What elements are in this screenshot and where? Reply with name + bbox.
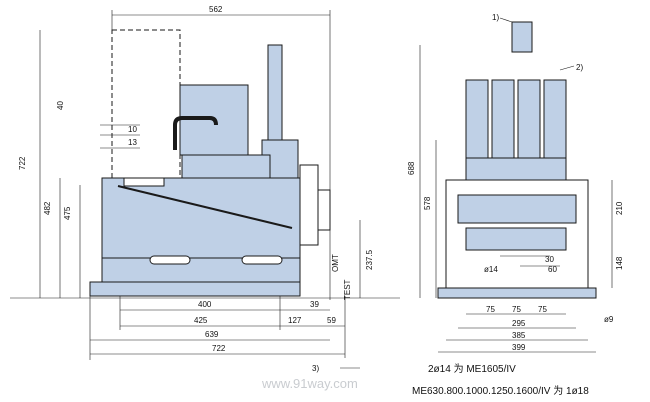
dim-210: 210 (615, 201, 624, 215)
slot-left (149, 255, 191, 265)
dim-60: 60 (548, 265, 557, 274)
right-terminal-block (299, 164, 319, 246)
lower-terminal-row (465, 227, 567, 251)
front-view (437, 21, 597, 299)
note-line-1: 2ø14 为 ME1605/IV (428, 363, 516, 375)
dim-10: 10 (128, 125, 137, 134)
pole-block-4 (543, 79, 567, 161)
dim-75-c: 75 (538, 305, 547, 314)
dim-13: 13 (128, 138, 137, 147)
dim-578: 578 (423, 196, 432, 210)
pole-block-1 (465, 79, 489, 161)
label-omt: OMT (331, 254, 340, 272)
front-dimension-lines (419, 17, 613, 353)
watermark-text: www.91way.com (261, 376, 358, 391)
front-base (437, 287, 597, 299)
dim-475: 475 (63, 206, 72, 220)
top-connector (511, 21, 533, 53)
dim-722-bottom: 722 (212, 344, 226, 353)
callout-3: 3) (312, 364, 319, 373)
dim-722-vertical: 722 (18, 156, 27, 170)
dim-482: 482 (43, 201, 52, 215)
dim-295: 295 (512, 319, 526, 328)
dim-59: 59 (327, 316, 336, 325)
callout-2: 2) (576, 63, 583, 72)
dim-562: 562 (209, 5, 223, 14)
dim-39: 39 (310, 300, 319, 309)
base-plate (89, 281, 301, 297)
dim-75-a: 75 (486, 305, 495, 314)
dim-385: 385 (512, 331, 526, 340)
top-plate (123, 177, 165, 187)
side-view (89, 29, 331, 297)
label-test: TEST (343, 279, 352, 300)
note-line-2: ME630.800.1000.1250.1600/IV 为 1ø18 (412, 385, 589, 397)
slot-right (241, 255, 283, 265)
dim-127: 127 (288, 316, 302, 325)
rear-terminal (267, 44, 283, 141)
right-terminal-tab (317, 189, 331, 231)
dim-30: 30 (545, 255, 554, 264)
dim-688: 688 (407, 161, 416, 175)
handle-hook (173, 116, 218, 150)
dim-phi14: ø14 (484, 265, 498, 274)
dim-40: 40 (56, 101, 65, 110)
dim-639: 639 (205, 330, 219, 339)
dim-399: 399 (512, 343, 526, 352)
dim-phi9: ø9 (604, 315, 614, 324)
dim-148: 148 (615, 256, 624, 270)
side-dimension-lines (10, 10, 400, 369)
rail-diagonal (117, 185, 293, 229)
dim-75-b: 75 (512, 305, 521, 314)
upper-terminal-row (465, 157, 567, 181)
pole-block-3 (517, 79, 541, 161)
dashed-frame-outline (111, 29, 181, 181)
pole-block-2 (491, 79, 515, 161)
dim-400: 400 (198, 300, 212, 309)
dim-237-5: 237.5 (365, 249, 374, 270)
front-dimension-texts: 1) 2) 688 578 210 148 30 60 ø14 75 75 75… (407, 13, 624, 352)
callout-1: 1) (492, 13, 499, 22)
front-band (457, 194, 577, 224)
dim-425: 425 (194, 316, 208, 325)
side-dimension-texts: 562 722 482 475 40 10 13 237.5 OMT TEST … (18, 5, 374, 373)
